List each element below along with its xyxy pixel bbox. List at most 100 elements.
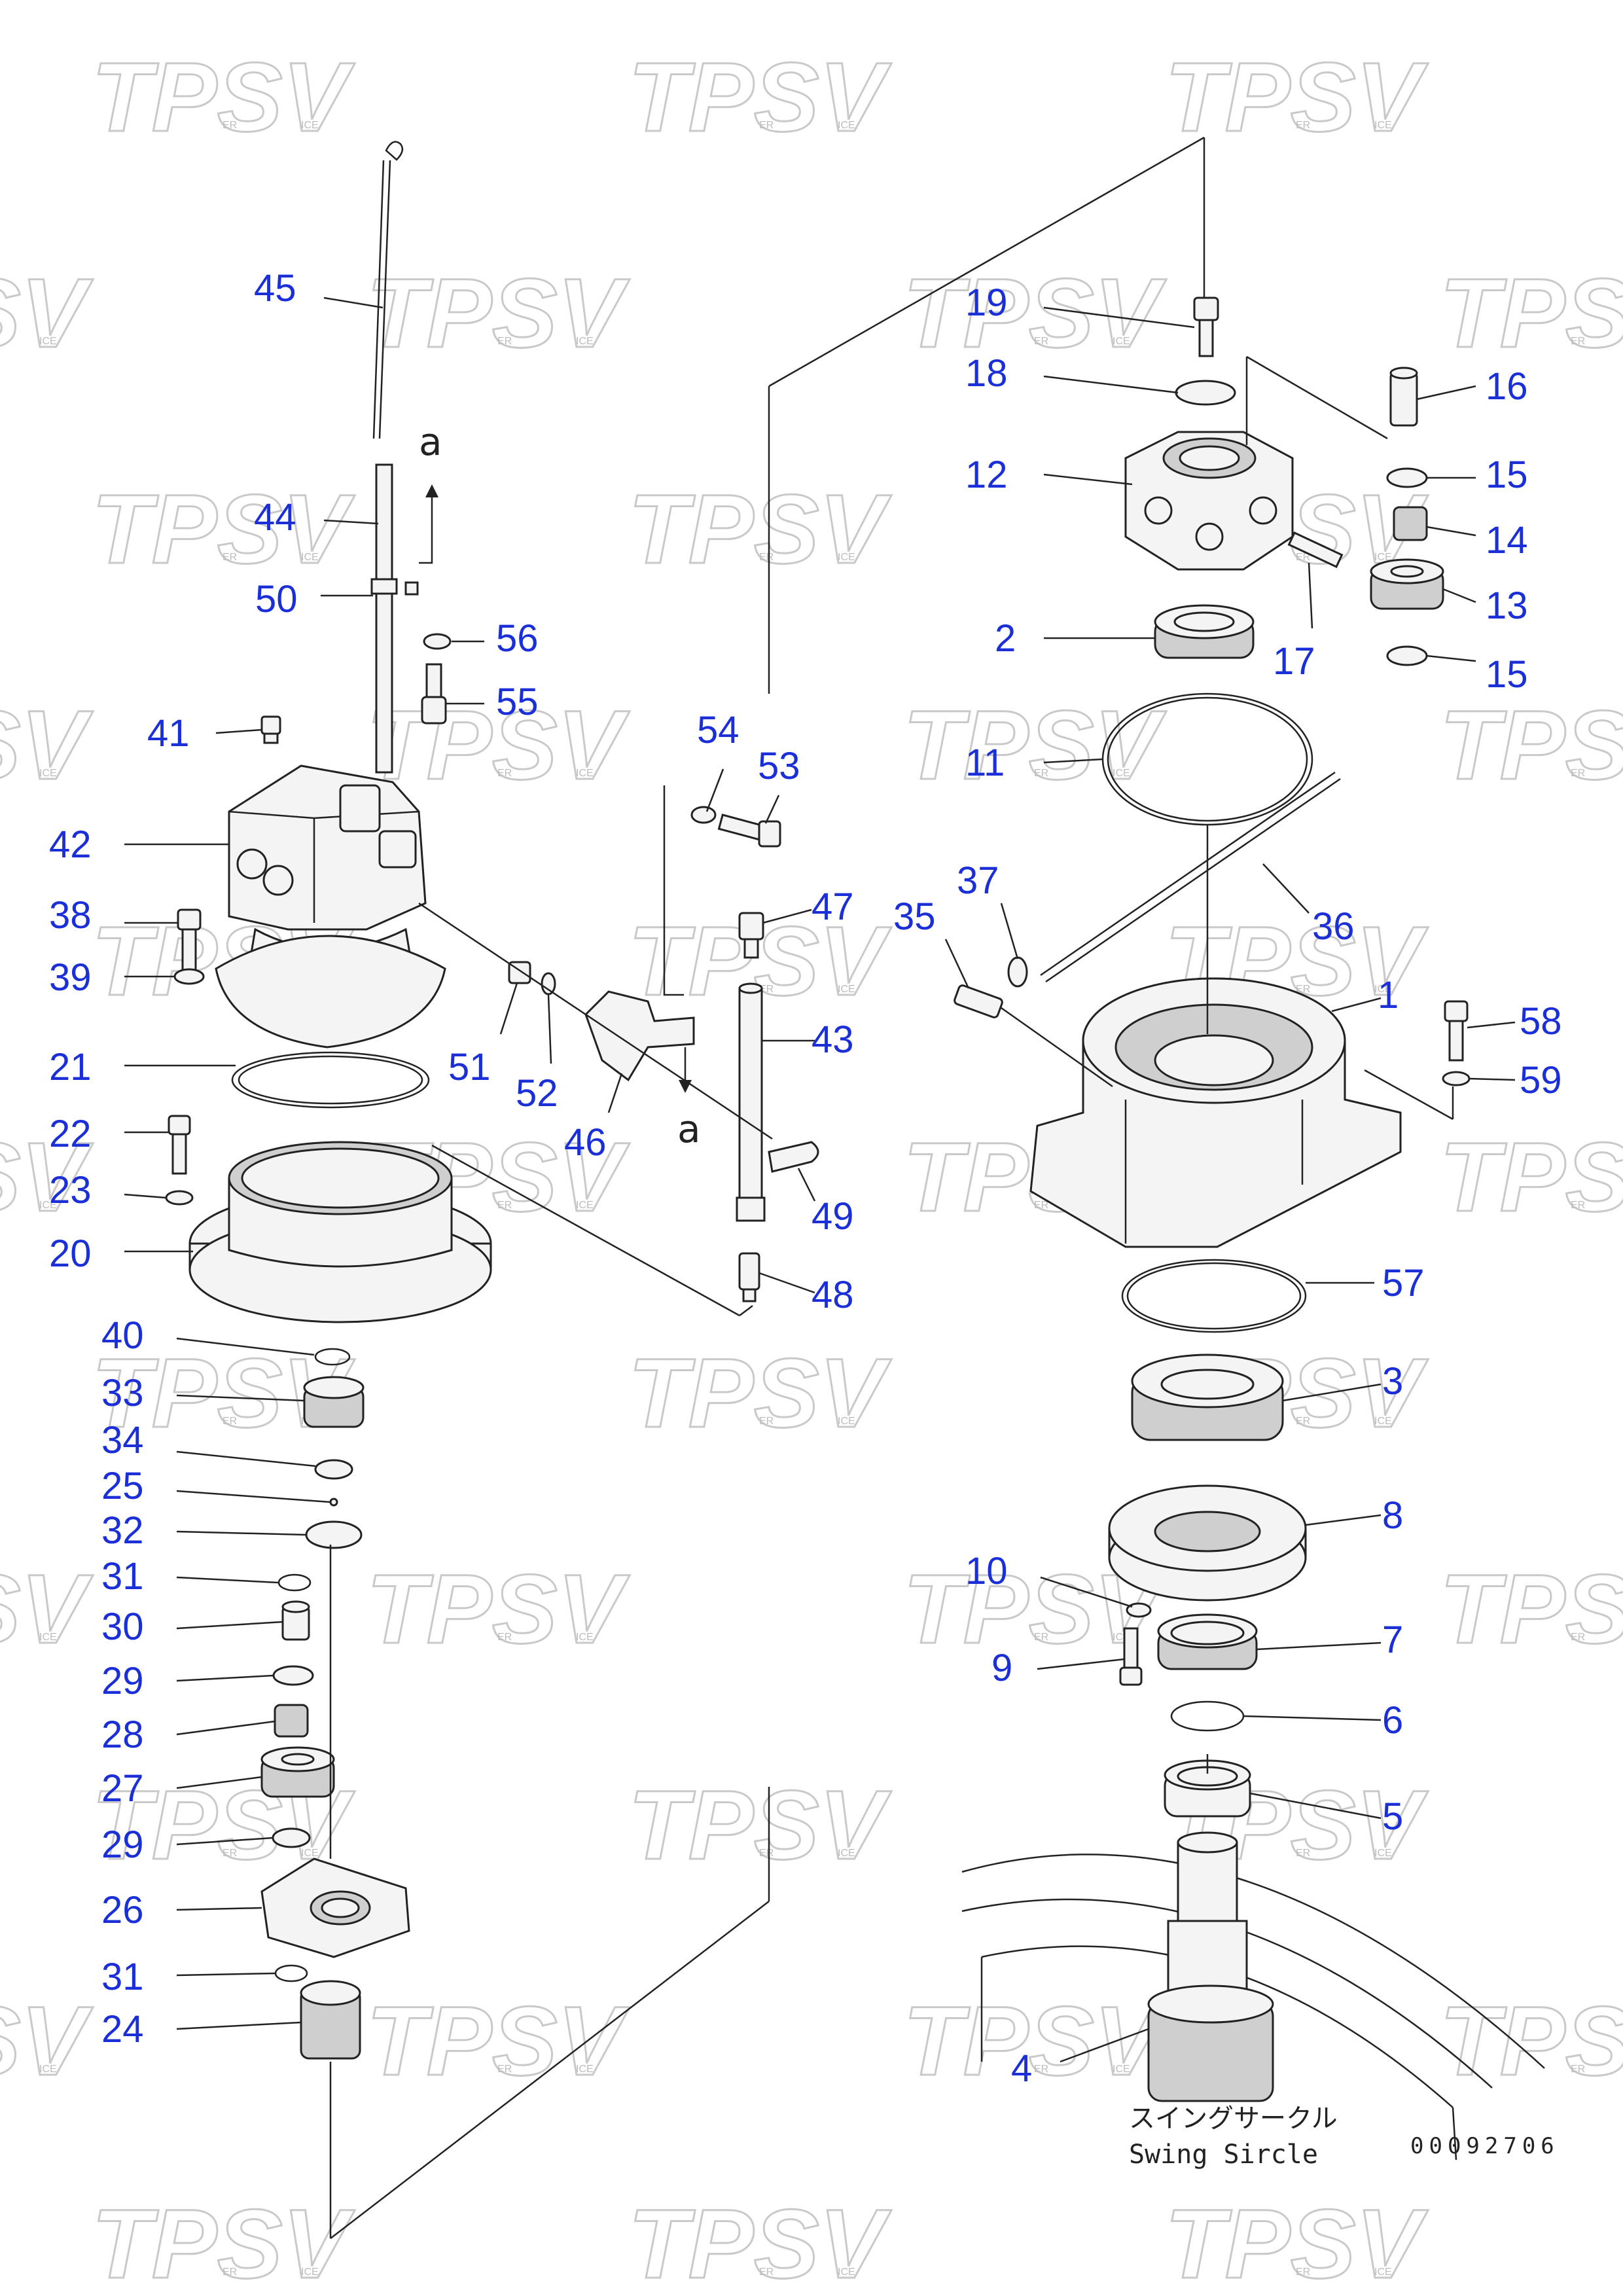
watermark-suffix-right: ICE: [838, 1416, 855, 1427]
watermark-logo-text: TPSV: [903, 690, 1167, 800]
watermark-logo-text: TPSV: [1440, 1554, 1623, 1664]
part-29-washer-lower: [272, 1827, 311, 1848]
part-31-snap-ring-lower: [274, 1964, 308, 1982]
part-27-gear: [260, 1746, 335, 1798]
watermark-suffix-right: ICE: [1374, 120, 1392, 131]
part-15-washer-lower: [1386, 645, 1428, 666]
callout-leaders: [124, 296, 1516, 2063]
callout-39: 39: [49, 956, 92, 999]
watermark-suffix-left: ER: [1034, 336, 1048, 347]
part-15-washer-upper: [1386, 467, 1428, 488]
callout-7: 7: [1382, 1619, 1403, 1661]
watermark-suffix-left: ER: [1571, 2064, 1585, 2075]
watermark-suffix-right: ICE: [838, 984, 855, 995]
watermark-suffix-right: ICE: [301, 2267, 319, 2278]
callout-16: 16: [1486, 365, 1528, 408]
part-21-o-ring: [231, 1051, 430, 1109]
watermark-logo-text: TPSV: [1165, 42, 1429, 152]
motor-flange: [215, 935, 446, 1049]
callout-9: 9: [991, 1647, 1012, 1689]
drawing-number: 00092706: [1410, 2133, 1560, 2159]
part-49-clip: [768, 1141, 819, 1173]
part-54-washer: [690, 806, 717, 824]
watermark-suffix-right: ICE: [39, 2064, 57, 2075]
callout-15-upper: 15: [1486, 454, 1528, 496]
callout-22: 22: [49, 1113, 92, 1155]
watermark-suffix-right: ICE: [301, 552, 319, 563]
callout-48: 48: [812, 1274, 854, 1316]
callout-37: 37: [957, 859, 999, 902]
watermark-suffix-right: ICE: [39, 1632, 57, 1643]
callout-3: 3: [1382, 1360, 1403, 1403]
watermark-suffix-right: ICE: [1374, 2267, 1392, 2278]
watermark-logo-text: TPSV: [366, 258, 630, 368]
watermark-logo-text: TPSV: [366, 1986, 630, 2096]
watermark-suffix-left: ER: [223, 552, 237, 563]
part-6-o-ring: [1170, 1700, 1245, 1732]
watermark-suffix-left: ER: [1296, 552, 1310, 563]
callout-57: 57: [1382, 1262, 1425, 1304]
watermark-logo-text: TPSV: [628, 474, 892, 584]
callout-27: 27: [101, 1767, 144, 1810]
part-13-planet-gear: [1370, 558, 1444, 610]
callout-31: 31: [101, 1555, 144, 1598]
part-17-shaft: [1287, 531, 1344, 568]
callout-42: 42: [49, 823, 92, 866]
part-1-case: [1029, 977, 1402, 1248]
callout-44: 44: [254, 496, 296, 539]
callout-6: 6: [1382, 1699, 1403, 1742]
part-57-o-ring: [1121, 1259, 1307, 1333]
callout-29-lower: 29: [101, 1823, 144, 1866]
callout-31-lower: 31: [101, 1956, 144, 1998]
reference-mark-a-top: a: [419, 420, 442, 464]
watermark-suffix-right: ICE: [576, 2064, 594, 2075]
watermark-suffix-right: ICE: [1374, 1416, 1392, 1427]
watermark-suffix-right: ICE: [1113, 2064, 1130, 2075]
watermark-suffix-left: ER: [223, 1848, 237, 1859]
part-19-bolt: [1193, 296, 1219, 357]
watermark-suffix-left: ER: [1296, 2267, 1310, 2278]
callout-8: 8: [1382, 1494, 1403, 1537]
part-12-carrier: [1124, 431, 1294, 571]
part-22-bolt: [168, 1115, 191, 1175]
tie-lines: [329, 136, 1454, 2239]
watermark-logo-text: TPSV: [1440, 1986, 1623, 2096]
callout-15-lower: 15: [1486, 653, 1528, 696]
watermark-suffix-right: ICE: [1113, 336, 1130, 347]
part-47-fitting: [738, 912, 764, 959]
callout-53: 53: [758, 745, 800, 787]
watermark-suffix-right: ICE: [39, 336, 57, 347]
part-26-carrier: [260, 1857, 410, 1958]
callout-26: 26: [101, 1889, 144, 1931]
watermark-suffix-left: ER: [1571, 336, 1585, 347]
callout-29-upper: 29: [101, 1660, 144, 1702]
part-46-bracket: [584, 990, 695, 1082]
watermark-suffix-left: ER: [759, 120, 774, 131]
callout-49: 49: [812, 1195, 854, 1238]
watermark-suffix-right: ICE: [838, 1848, 855, 1859]
callout-25: 25: [101, 1465, 144, 1507]
callout-41: 41: [147, 712, 190, 755]
middle-assembly: [418, 785, 819, 1317]
part-31-snap-ring: [277, 1573, 312, 1592]
callout-13: 13: [1486, 584, 1528, 627]
watermark-suffix-left: ER: [1296, 120, 1310, 131]
part-36-rod: [1040, 771, 1336, 977]
part-37-washer: [1007, 956, 1028, 988]
part-5-collar: [1164, 1759, 1251, 1818]
watermark-suffix-left: ER: [223, 1416, 237, 1427]
callout-2: 2: [995, 617, 1016, 660]
watermark-suffix-right: ICE: [838, 120, 855, 131]
watermark-suffix-left: ER: [759, 552, 774, 563]
caption-japanese: スイングサークル: [1129, 2104, 1338, 2134]
watermark-suffix-left: ER: [1034, 2064, 1048, 2075]
